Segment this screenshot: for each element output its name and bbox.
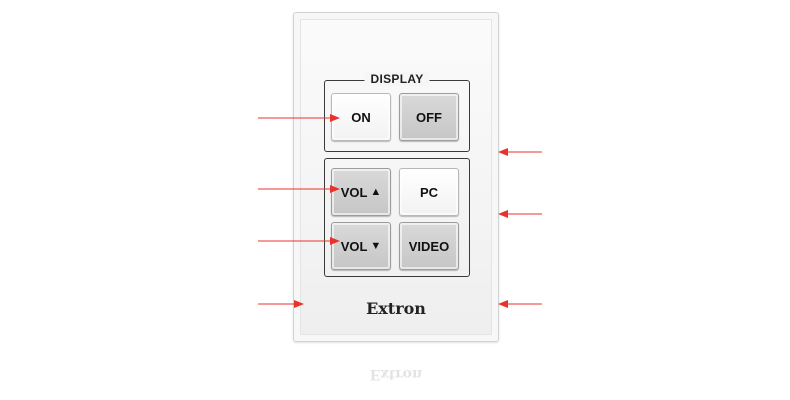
callout-arrow-vol-up — [258, 182, 340, 196]
triangle-up-icon: ▲ — [370, 186, 382, 198]
pc-button[interactable]: PC — [399, 168, 459, 216]
off-button[interactable]: OFF — [399, 93, 459, 141]
vol-up-button-label: VOL — [340, 184, 368, 200]
on-button[interactable]: ON — [331, 93, 391, 141]
off-button-label: OFF — [416, 109, 442, 125]
brand-logo: Extron — [366, 299, 426, 318]
callout-arrow-vol-down — [258, 234, 340, 248]
on-button-label: ON — [351, 109, 371, 125]
vol-down-button-label: VOL — [340, 238, 368, 254]
brand-reflection: Extron — [369, 366, 423, 382]
callout-arrow-right-1 — [498, 145, 542, 159]
wallplate-faceplate: DISPLAY ON OFF VOL ▲ PC VOL ▼ VIDEO Extr… — [293, 12, 499, 342]
triangle-down-icon: ▼ — [370, 240, 382, 252]
pc-button-label: PC — [419, 184, 439, 200]
callout-arrow-on — [258, 111, 340, 125]
display-group-label: DISPLAY — [364, 72, 430, 86]
vol-up-button[interactable]: VOL ▲ — [331, 168, 391, 216]
source-volume-button-group: VOL ▲ PC VOL ▼ VIDEO — [324, 158, 470, 277]
video-button[interactable]: VIDEO — [399, 222, 459, 270]
vol-down-button[interactable]: VOL ▼ — [331, 222, 391, 270]
display-button-group: DISPLAY ON OFF — [324, 72, 470, 152]
callout-arrow-faceplate-left — [258, 297, 304, 311]
video-button-label: VIDEO — [408, 238, 450, 254]
callout-arrow-right-2 — [498, 207, 542, 221]
callout-arrow-right-3 — [498, 297, 542, 311]
